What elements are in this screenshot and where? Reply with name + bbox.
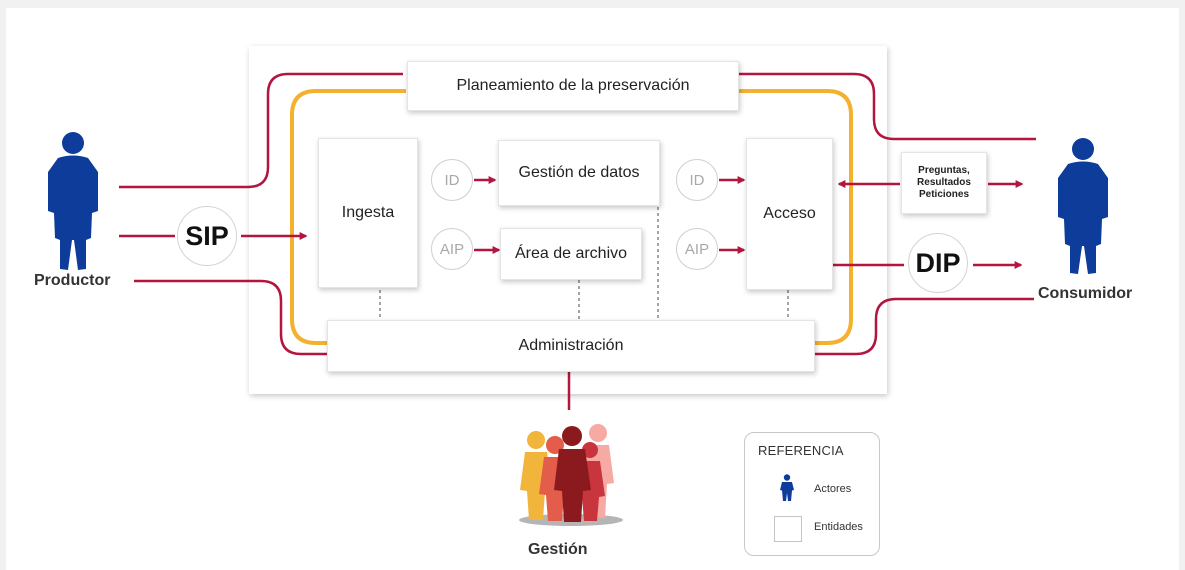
legend-box: REFERENCIA Actores Entidades <box>744 432 880 556</box>
aip-label-right: AIP <box>684 240 710 258</box>
preservation-planning-label: Planeamiento de la preservación <box>456 77 690 94</box>
aip-label-left: AIP <box>439 240 465 258</box>
data-flow-arrows <box>119 176 1024 269</box>
legend-entity-swatch <box>774 516 802 542</box>
preservation-planning-box[interactable]: Planeamiento de la preservación <box>407 61 739 111</box>
access-label: Acceso <box>763 205 816 222</box>
ingest-box[interactable]: Ingesta <box>318 138 418 288</box>
id-circle-left: ID <box>431 159 473 201</box>
id-label-right: ID <box>689 171 705 189</box>
sip-label: SIP <box>185 220 229 251</box>
aip-circle-left: AIP <box>431 228 473 270</box>
data-management-box[interactable]: Gestión de datos <box>498 140 660 206</box>
producer-label: Productor <box>34 272 111 289</box>
queries-line-1: Preguntas, <box>918 165 970 176</box>
legend-actors-label: Actores <box>814 483 852 495</box>
data-management-label: Gestión de datos <box>518 164 640 181</box>
aip-circle-right: AIP <box>676 228 718 270</box>
archival-storage-box[interactable]: Área de archivo <box>500 228 642 280</box>
producer-person-icon <box>48 132 98 270</box>
sip-package-circle[interactable]: SIP <box>177 206 237 266</box>
administration-label: Administración <box>518 337 624 354</box>
preservation-ring <box>290 89 853 345</box>
legend-title: REFERENCIA <box>758 443 844 458</box>
access-box[interactable]: Acceso <box>746 138 833 290</box>
archival-storage-label: Área de archivo <box>514 245 628 262</box>
id-label-left: ID <box>444 171 460 189</box>
queries-box: Preguntas, Resultados Peticiones <box>901 152 987 214</box>
management-label: Gestión <box>528 541 588 558</box>
queries-line-2: Resultados <box>917 177 971 188</box>
consumer-label: Consumidor <box>1038 285 1133 302</box>
consumer-person-icon <box>1058 138 1108 274</box>
diagram-canvas: Planeamiento de la preservación Ingesta … <box>6 8 1179 570</box>
legend-actor-icon <box>780 474 794 501</box>
id-circle-right: ID <box>676 159 718 201</box>
administration-box[interactable]: Administración <box>327 320 815 372</box>
dip-label: DIP <box>915 247 961 278</box>
dip-package-circle[interactable]: DIP <box>908 233 968 293</box>
management-flow-lines <box>119 72 1036 410</box>
management-group-icon <box>519 424 623 526</box>
legend-entities-label: Entidades <box>814 521 863 533</box>
ingest-label: Ingesta <box>341 204 395 221</box>
queries-line-3: Peticiones <box>918 189 970 200</box>
